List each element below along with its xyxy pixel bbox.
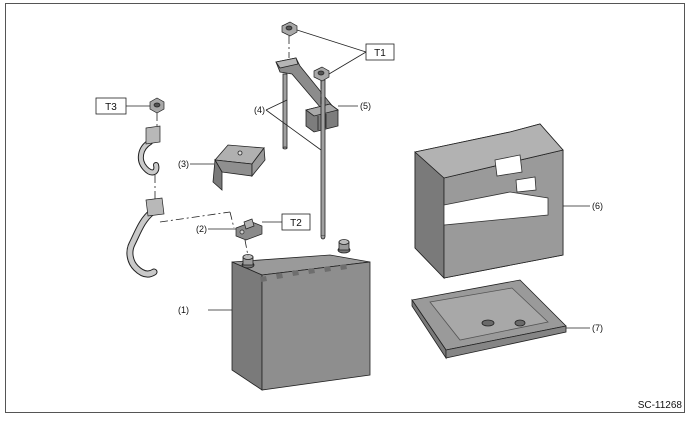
callout-5: (5) xyxy=(360,101,371,111)
ground-cable xyxy=(126,125,165,278)
battery xyxy=(231,239,371,391)
battery-tray-plate xyxy=(411,279,567,360)
nut-t1-lower xyxy=(313,66,330,82)
diagram-frame xyxy=(5,3,685,413)
callout-4: (4) xyxy=(254,105,265,115)
torque-label-t1-text: T1 xyxy=(374,48,386,59)
terminal-cover xyxy=(212,144,266,191)
nut-t3 xyxy=(149,97,165,114)
torque-label-t2: T2 xyxy=(281,213,311,231)
reference-code: SC-11268 xyxy=(637,400,682,411)
nut-t1-upper xyxy=(281,21,298,37)
torque-label-t1: T1 xyxy=(365,43,395,61)
terminal-clamp xyxy=(235,218,263,241)
battery-tray-bracket xyxy=(414,123,564,279)
callout-6: (6) xyxy=(592,201,603,211)
callout-1: (1) xyxy=(178,305,189,315)
torque-label-t2-text: T2 xyxy=(290,218,302,229)
callout-7: (7) xyxy=(592,323,603,333)
torque-label-t3-text: T3 xyxy=(105,102,117,113)
torque-label-t3: T3 xyxy=(95,97,127,115)
leader-lines xyxy=(126,29,590,329)
callout-3: (3) xyxy=(178,159,189,169)
assembly-lines xyxy=(154,36,322,257)
callout-2: (2) xyxy=(196,224,207,234)
